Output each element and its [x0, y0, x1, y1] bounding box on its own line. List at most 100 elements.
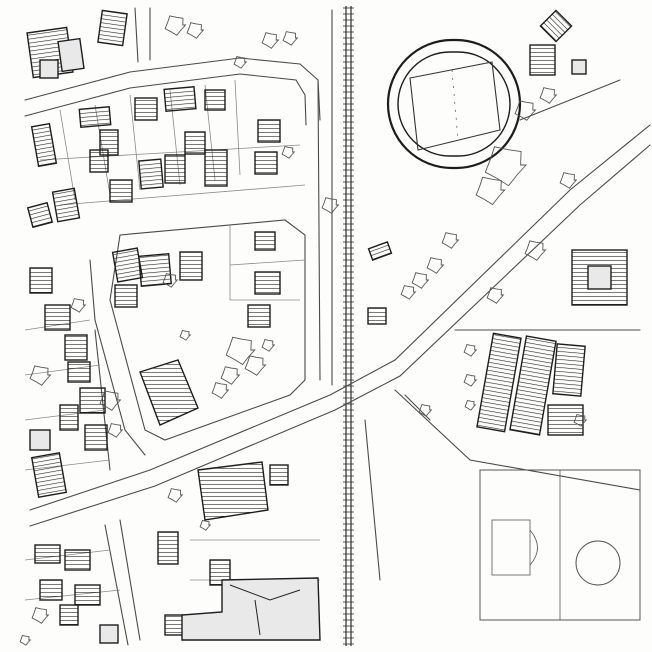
tree-icon: [199, 519, 212, 531]
building: [367, 241, 393, 261]
building: [257, 119, 281, 143]
building: [509, 335, 557, 436]
building: [99, 129, 119, 156]
tree-icon: [281, 145, 296, 159]
tree-icon: [107, 423, 124, 438]
building: [51, 187, 81, 223]
tree-icon: [167, 488, 184, 503]
building: [39, 59, 59, 79]
building: [114, 284, 138, 308]
building: [74, 584, 101, 606]
running-track: [386, 38, 522, 170]
tree-icon: [29, 365, 52, 386]
tree-icon: [559, 172, 578, 189]
building: [137, 252, 173, 288]
building: [134, 97, 158, 121]
building: [79, 387, 106, 414]
building: [209, 559, 231, 586]
tree-icon: [261, 338, 276, 352]
tree-icon: [282, 31, 299, 46]
building: [57, 37, 85, 73]
building: [30, 452, 68, 498]
building: [476, 332, 522, 433]
football-pitch: [479, 469, 641, 621]
tree-icon: [400, 285, 417, 300]
tree-icon: [225, 336, 256, 366]
building: [109, 179, 133, 203]
building: [64, 549, 91, 571]
building: [587, 265, 612, 290]
tree-icon: [464, 399, 477, 411]
building: [164, 154, 186, 184]
building: [44, 304, 71, 331]
building: [64, 334, 88, 361]
tree-icon: [573, 413, 588, 427]
tree-icon: [463, 343, 478, 357]
building: [157, 531, 179, 565]
tree-icon: [426, 257, 445, 274]
building: [138, 158, 164, 190]
building: [163, 85, 197, 113]
building: [164, 614, 184, 636]
building: [247, 304, 271, 328]
tree-icon: [220, 366, 241, 385]
tree-icon: [164, 15, 187, 36]
railway-sleepers: [343, 7, 354, 645]
tree-icon: [162, 273, 179, 288]
tree-icon: [233, 55, 248, 69]
building: [59, 604, 79, 626]
building: [78, 105, 112, 129]
tree-icon: [99, 390, 122, 411]
tree-icon: [179, 329, 192, 341]
building: [111, 247, 144, 283]
tree-icon: [475, 176, 506, 206]
tree-icon: [211, 382, 230, 399]
building: [34, 544, 61, 564]
building: [89, 149, 109, 173]
building: [30, 122, 58, 168]
railway-line: [343, 6, 354, 646]
building: [179, 251, 203, 281]
tree-icon: [31, 607, 50, 624]
buildings: [26, 9, 628, 644]
building: [29, 267, 53, 294]
building: [539, 9, 573, 43]
road-network: [24, 7, 651, 646]
tree-icon: [261, 32, 280, 49]
building: [204, 89, 226, 111]
tree-icon: [539, 87, 558, 104]
tree-icon: [321, 197, 340, 214]
building: [67, 361, 91, 383]
building: [184, 131, 206, 155]
building: [269, 464, 289, 486]
building: [254, 151, 278, 175]
building: [254, 271, 281, 295]
building: [552, 343, 586, 397]
tree-icon: [418, 403, 433, 417]
building: [59, 404, 79, 431]
tree-icon: [411, 272, 430, 289]
building: [99, 624, 119, 644]
tree-icon: [441, 232, 460, 249]
tree-icon: [70, 298, 87, 313]
tree-icon: [514, 100, 537, 121]
hall-building: [139, 359, 321, 641]
tree-icon: [524, 240, 547, 261]
building: [84, 424, 108, 451]
building: [26, 201, 54, 229]
building: [39, 579, 63, 601]
tree-icon: [186, 22, 205, 39]
building: [571, 59, 587, 75]
building: [529, 44, 556, 76]
tree-icon: [244, 355, 267, 376]
building: [254, 231, 276, 251]
building: [29, 429, 51, 451]
building: [367, 307, 387, 325]
trees: [19, 15, 588, 646]
tree-icon: [19, 634, 32, 646]
building: [547, 404, 584, 436]
tree-icon: [484, 146, 528, 187]
tree-icon: [463, 373, 478, 387]
tree-icon: [486, 287, 505, 304]
